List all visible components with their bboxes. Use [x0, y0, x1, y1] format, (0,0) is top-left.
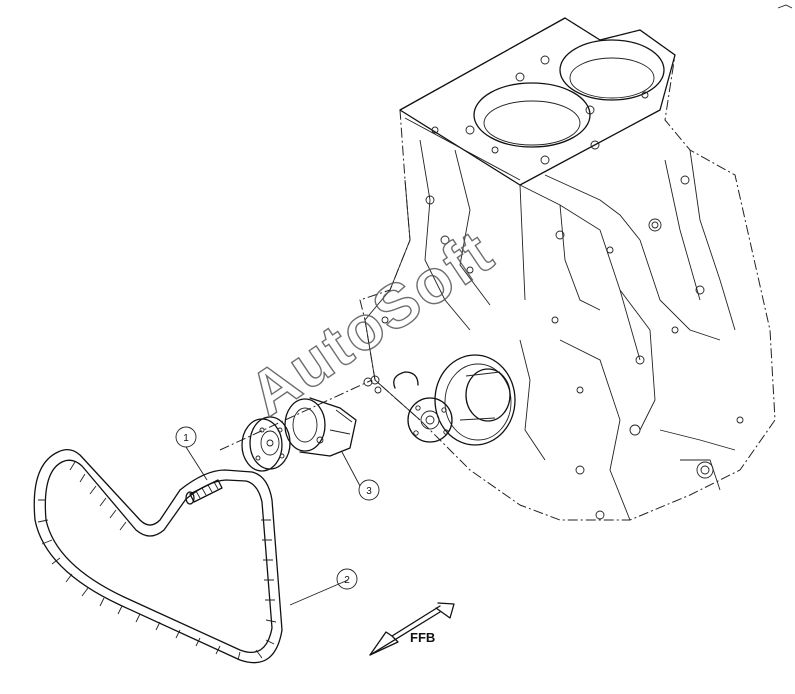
callout-3-label: 3: [366, 486, 372, 497]
direction-arrow: FFB: [369, 602, 455, 656]
callout-1: 1: [175, 426, 197, 448]
corner-mark: [777, 4, 793, 9]
engine-block: [359, 17, 776, 521]
tensioner-assembly: [219, 379, 373, 472]
callout-leaders: [185, 446, 361, 606]
callout-3: 3: [358, 479, 380, 501]
direction-label: FFB: [410, 630, 435, 645]
callout-2: 2: [336, 568, 358, 590]
callout-2-label: 2: [344, 575, 350, 586]
drive-belt: [33, 448, 283, 664]
callout-1-label: 1: [183, 433, 189, 444]
bolt: [185, 479, 223, 505]
